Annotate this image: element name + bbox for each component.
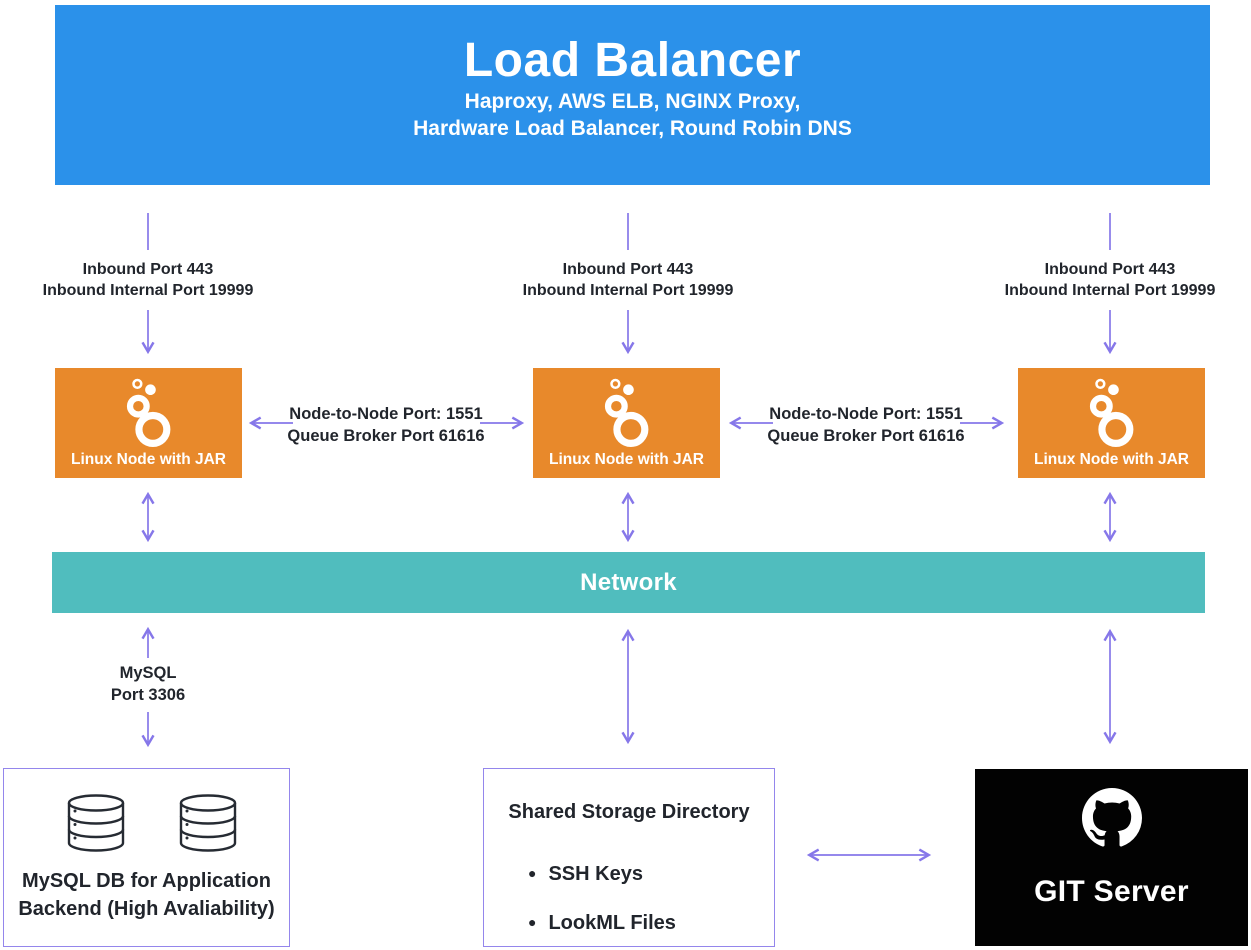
database-cylinder-icon: [179, 794, 237, 852]
node-link-label-1: Node-to-Node Port: 1551 Queue Broker Por…: [271, 403, 501, 447]
node-link-label-2: Node-to-Node Port: 1551 Queue Broker Por…: [751, 403, 981, 447]
load-balancer-box: Load Balancer Haproxy, AWS ELB, NGINX Pr…: [55, 5, 1210, 185]
inbound-ports-label-1: Inbound Port 443 Inbound Internal Port 1…: [18, 259, 278, 301]
git-server-box: GIT Server: [975, 769, 1248, 946]
load-balancer-subtitle-line1: Haproxy, AWS ELB, NGINX Proxy,: [464, 90, 801, 113]
mysql-port-label: MySQL Port 3306: [38, 662, 258, 706]
network-label: Network: [580, 568, 677, 596]
queue-broker-port-line: Queue Broker Port 61616: [767, 427, 965, 445]
linux-node-3: Linux Node with JAR: [1018, 368, 1205, 478]
queue-broker-port-line: Queue Broker Port 61616: [287, 427, 485, 445]
network-to-bottom-arrows: [141, 626, 1117, 748]
load-balancer-title: Load Balancer: [463, 34, 802, 87]
mysql-db-box: MySQL DB for Application Backend (High A…: [3, 768, 290, 947]
inbound-port-line: Inbound Port 443: [82, 261, 214, 278]
inbound-ports-label-2: Inbound Port 443 Inbound Internal Port 1…: [498, 259, 758, 301]
shared-storage-title: Shared Storage Directory: [508, 801, 750, 823]
github-octocat-icon: [1081, 788, 1142, 847]
node-label: Linux Node with JAR: [1034, 451, 1189, 468]
storage-item-ssh-keys: SSH Keys: [528, 863, 676, 886]
looker-bubbles-icon: [1089, 378, 1133, 447]
looker-bubbles-icon: [126, 378, 170, 447]
network-bar: Network: [52, 552, 1205, 613]
shared-storage-box: Shared Storage Directory SSH Keys LookML…: [483, 768, 775, 947]
git-server-label: GIT Server: [1034, 875, 1189, 908]
mysql-line: MySQL: [119, 664, 177, 682]
looker-bubbles-icon: [604, 378, 648, 447]
database-cylinder-icon: [67, 794, 125, 852]
node-to-network-arrows: [141, 491, 1117, 543]
inbound-ports-label-3: Inbound Port 443 Inbound Internal Port 1…: [980, 259, 1240, 301]
node-to-node-port-line: Node-to-Node Port: 1551: [289, 405, 483, 423]
inbound-port-line: Inbound Port 443: [1044, 261, 1176, 278]
inbound-internal-port-line: Inbound Internal Port 19999: [522, 282, 734, 299]
inbound-internal-port-line: Inbound Internal Port 19999: [42, 282, 254, 299]
linux-node-2: Linux Node with JAR: [533, 368, 720, 478]
shared-storage-list: SSH Keys LookML Files: [528, 837, 676, 935]
node-label: Linux Node with JAR: [71, 451, 226, 468]
mysql-db-caption-line2: Backend (High Avaliability): [18, 898, 275, 920]
mysql-db-caption-line1: MySQL DB for Application: [22, 870, 271, 892]
node-label: Linux Node with JAR: [549, 451, 704, 468]
inbound-port-line: Inbound Port 443: [562, 261, 694, 278]
node-to-node-port-line: Node-to-Node Port: 1551: [769, 405, 963, 423]
mysql-db-caption: MySQL DB for Application Backend (High A…: [4, 867, 289, 923]
inbound-internal-port-line: Inbound Internal Port 19999: [1004, 282, 1216, 299]
load-balancer-subtitle-line2: Hardware Load Balancer, Round Robin DNS: [413, 117, 852, 140]
storage-item-lookml-files: LookML Files: [528, 912, 675, 935]
linux-node-1: Linux Node with JAR: [55, 368, 242, 478]
mysql-port-line: Port 3306: [110, 686, 186, 704]
